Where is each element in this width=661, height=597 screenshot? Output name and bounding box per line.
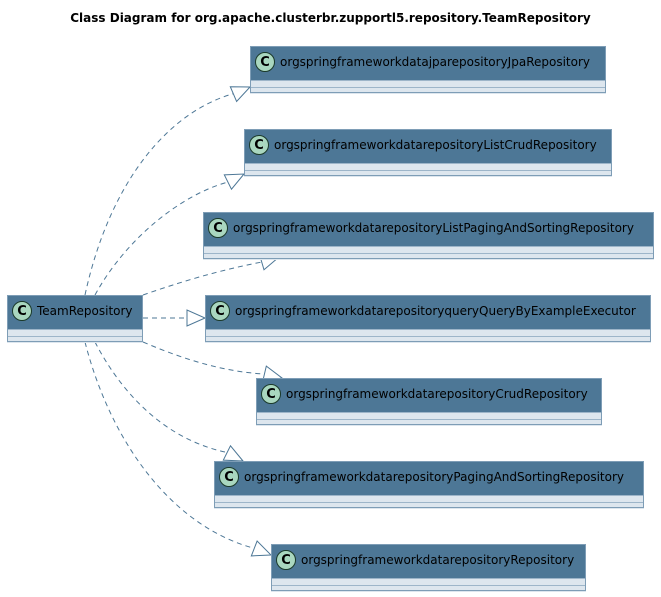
class-header <box>214 461 644 495</box>
attributes-compartment <box>244 163 612 170</box>
realization-edge-paging <box>94 341 226 453</box>
class-stereotype-icon: C <box>12 301 32 321</box>
realization-edge-jpa <box>84 92 237 296</box>
class-stereotype-icon: C <box>255 52 275 72</box>
diagram-title: Class Diagram for org.apache.clusterbr.z… <box>70 11 591 25</box>
realization-arrowhead-listcrud <box>223 173 246 191</box>
attributes-compartment <box>7 329 143 336</box>
class-box-team[interactable]: C TeamRepository <box>7 295 143 343</box>
methods-compartment <box>214 502 644 509</box>
class-name: orgspringframeworkdatarepositoryPagingAn… <box>244 470 624 484</box>
methods-compartment <box>203 253 654 260</box>
methods-compartment <box>250 87 606 94</box>
class-name: orgspringframeworkdatarepositoryCrudRepo… <box>286 387 588 401</box>
class-header <box>205 295 651 329</box>
realization-edge-listcrud <box>94 181 229 296</box>
class-header <box>250 46 606 80</box>
realization-arrowhead-qbe <box>186 309 207 327</box>
attributes-compartment <box>203 246 654 253</box>
methods-compartment <box>205 336 651 343</box>
class-stereotype-icon: C <box>261 384 281 404</box>
class-name: orgspringframeworkdatarepositoryListPagi… <box>233 221 634 235</box>
attributes-compartment <box>205 329 651 336</box>
class-header <box>203 212 654 246</box>
class-header <box>244 129 612 163</box>
class-stereotype-icon: C <box>276 550 296 570</box>
realization-arrowhead-jpa <box>229 86 252 103</box>
methods-compartment <box>256 419 602 426</box>
class-name: orgspringframeworkdatarepositoryListCrud… <box>274 138 597 152</box>
class-name: orgspringframeworkdatarepositoryReposito… <box>301 553 575 567</box>
class-header <box>256 378 602 412</box>
realization-arrowhead-repo <box>250 540 273 557</box>
class-stereotype-icon: C <box>219 467 239 487</box>
class-header <box>271 544 586 578</box>
attributes-compartment <box>214 495 644 502</box>
class-stereotype-icon: C <box>208 218 228 238</box>
realization-arrowhead-paging <box>222 444 245 462</box>
realization-edge-repo <box>84 341 254 549</box>
realization-edge-listpaging <box>142 261 263 296</box>
methods-compartment <box>271 585 586 592</box>
attributes-compartment <box>250 80 606 87</box>
class-stereotype-icon: C <box>210 301 230 321</box>
class-name: TeamRepository <box>37 304 133 318</box>
class-stereotype-icon: C <box>249 135 269 155</box>
methods-compartment <box>7 336 143 343</box>
class-name: orgspringframeworkdatarepositoryqueryQue… <box>235 304 636 318</box>
class-name: orgspringframeworkdatajparepositoryJpaRe… <box>280 55 590 69</box>
attributes-compartment <box>256 412 602 419</box>
realization-edge-crud <box>142 341 266 375</box>
attributes-compartment <box>271 578 586 585</box>
methods-compartment <box>244 170 612 177</box>
